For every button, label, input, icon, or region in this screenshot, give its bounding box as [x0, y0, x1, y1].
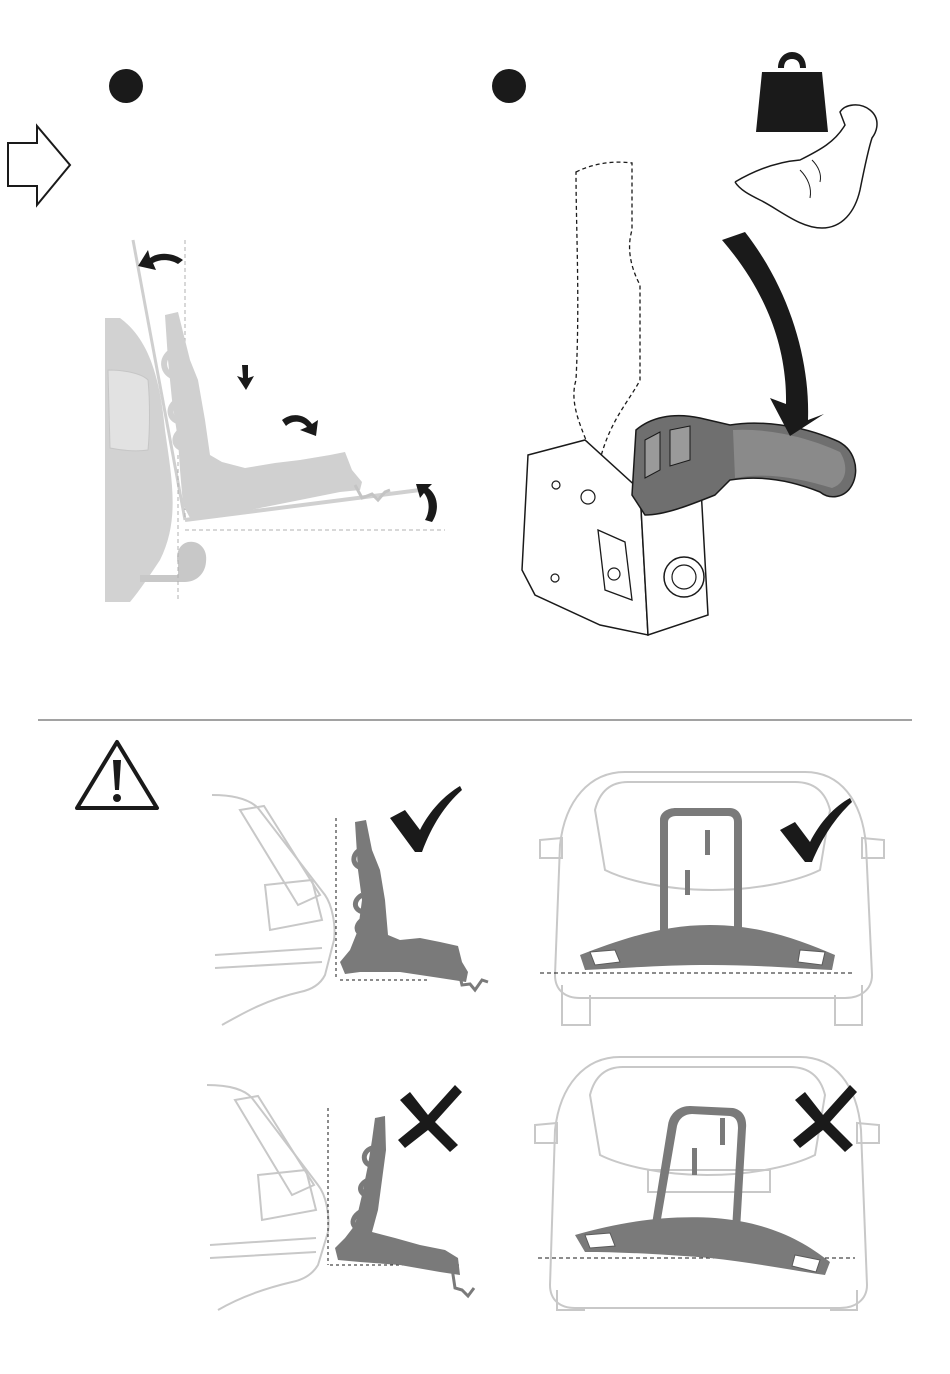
- closing-arrow-icon: [722, 232, 824, 436]
- step-2-bullet: [492, 69, 526, 103]
- kettlebell-weight-icon: [756, 52, 828, 132]
- rotate-arrow-icon: [416, 484, 437, 522]
- incorrect-rear-view: [535, 1057, 879, 1310]
- rotate-arrow-icon: [138, 250, 183, 270]
- outline-right-arrow-icon: [8, 126, 70, 205]
- incorrect-side-view: [207, 1085, 474, 1310]
- step2-illustration: [522, 162, 856, 635]
- rotate-arrow-icon: [282, 415, 318, 436]
- down-arrow-icon: [237, 365, 254, 390]
- correct-rear-view: [540, 772, 884, 1025]
- checkmark-icon: [390, 786, 462, 852]
- checkmark-icon: [780, 798, 852, 862]
- step1-illustration: [105, 240, 445, 602]
- correct-side-view: [212, 786, 488, 1025]
- step-1-bullet: [109, 69, 143, 103]
- warning-triangle-icon: [77, 742, 157, 808]
- cross-icon: [398, 1085, 462, 1152]
